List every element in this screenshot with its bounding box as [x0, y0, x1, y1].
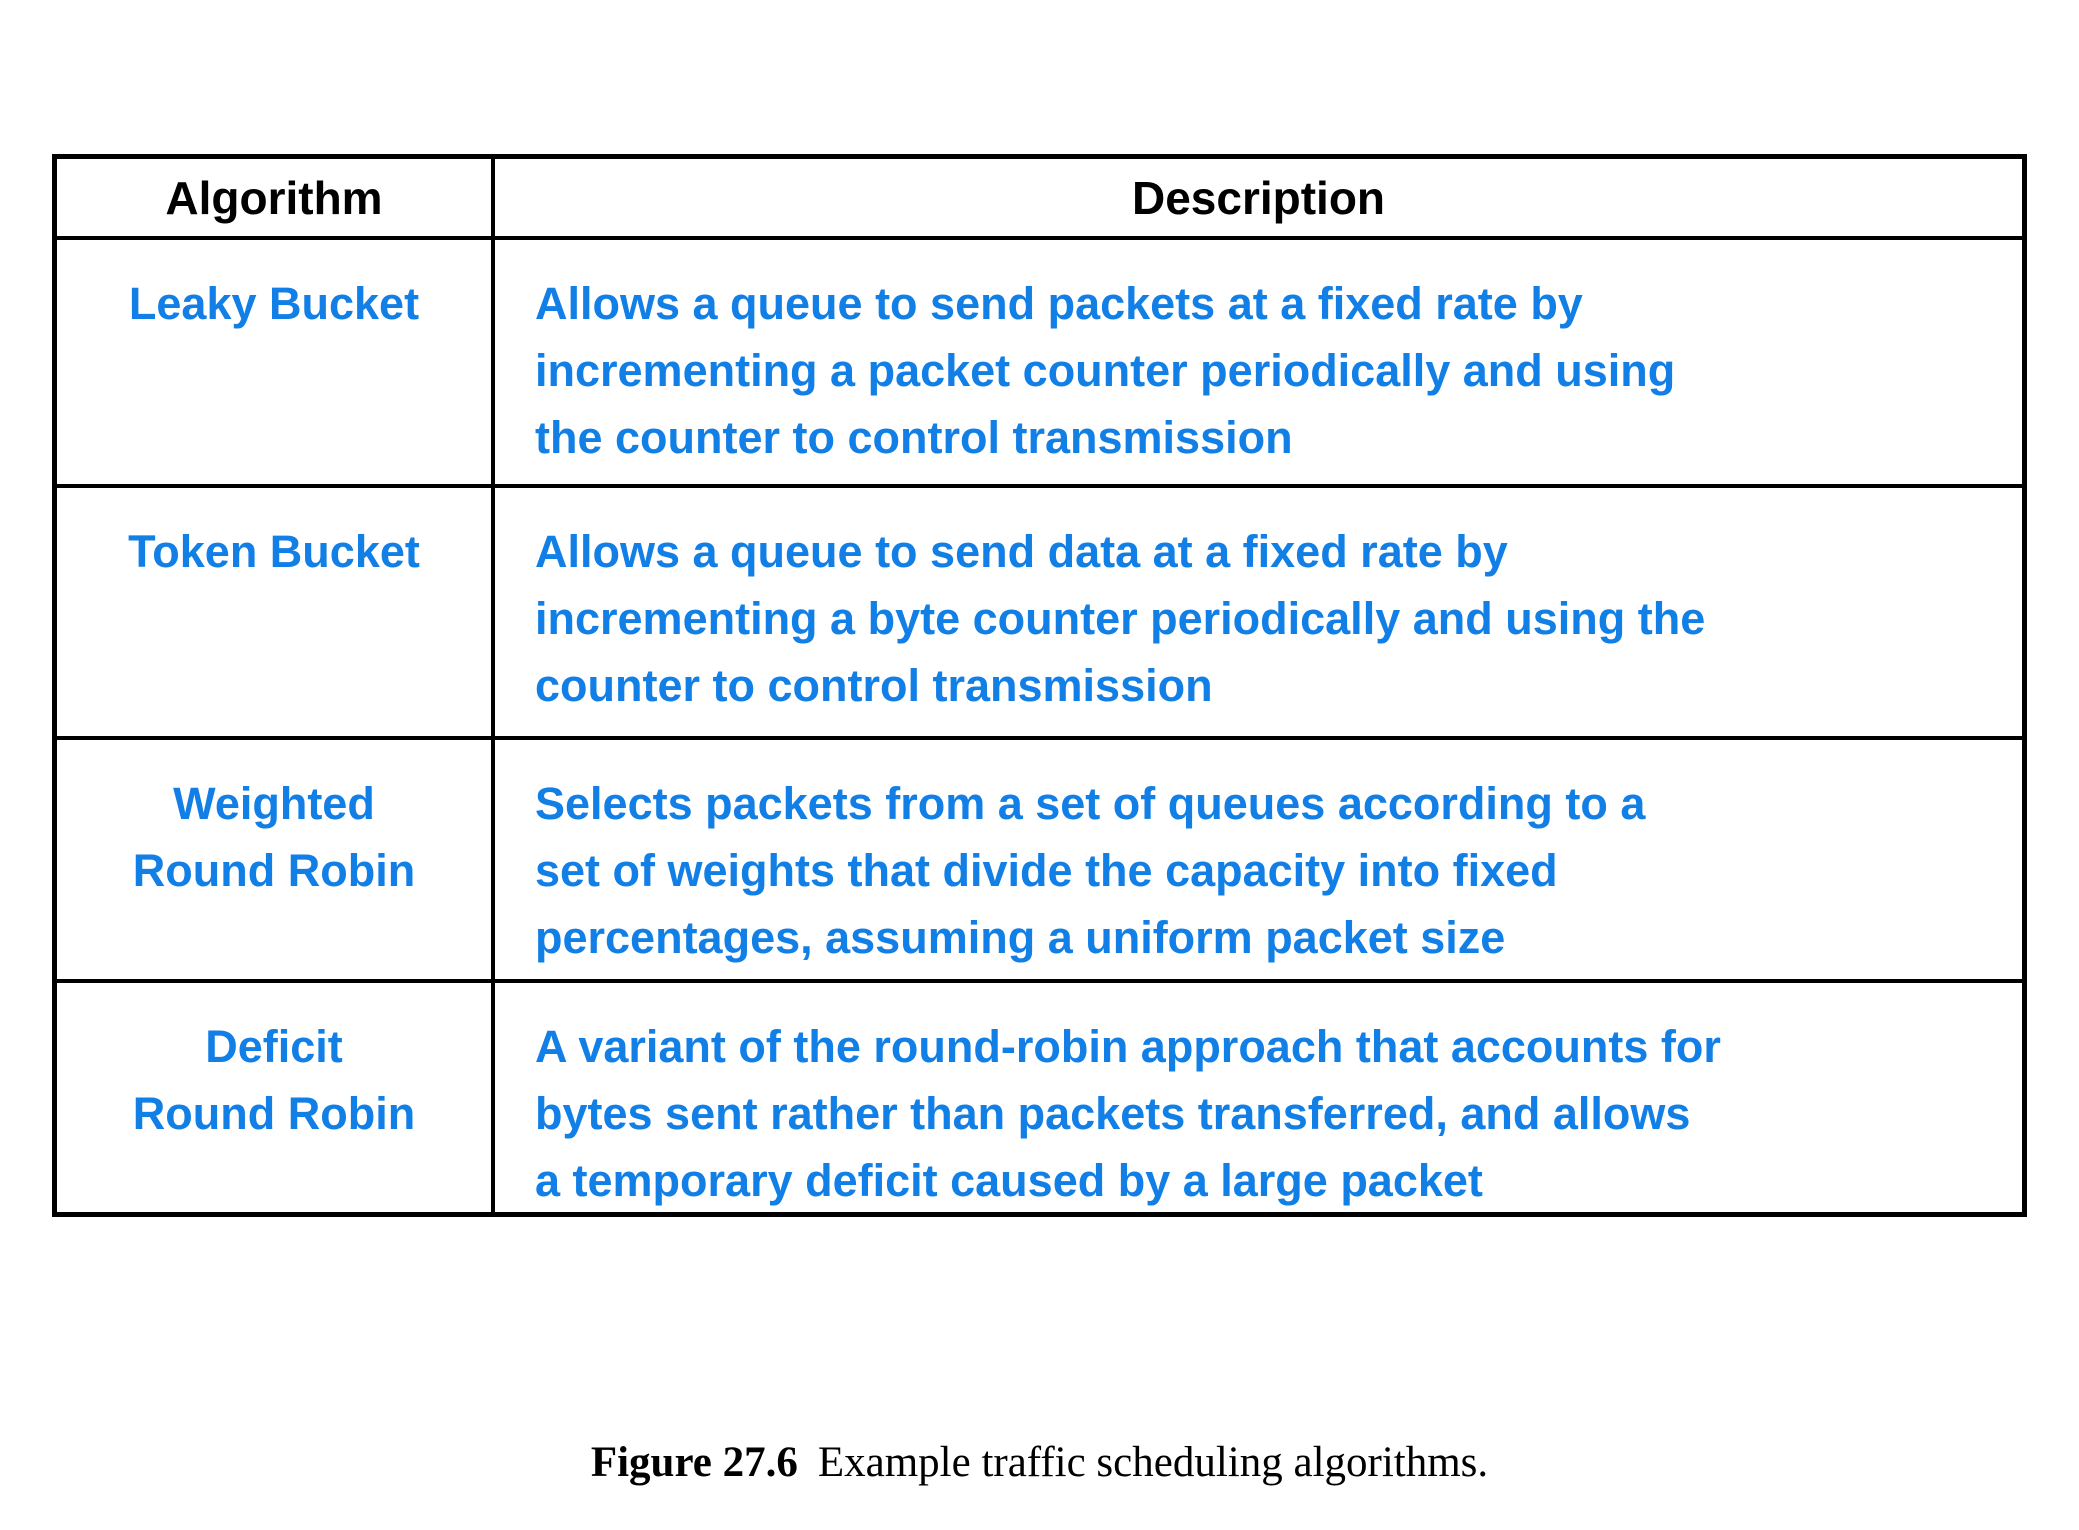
- description-cell-leaky-bucket: Allows a queue to send packets at a fixe…: [495, 240, 2022, 488]
- algorithm-cell-weighted-round-robin: Weighted Round Robin: [57, 740, 495, 983]
- figure-caption-text: Example traffic scheduling algorithms.: [817, 1439, 1489, 1486]
- description-cell-token-bucket: Allows a queue to send data at a fixed r…: [495, 488, 2022, 740]
- algorithm-cell-leaky-bucket: Leaky Bucket: [57, 240, 495, 488]
- algorithm-cell-token-bucket: Token Bucket: [57, 488, 495, 740]
- description-cell-deficit-round-robin: A variant of the round-robin approach th…: [535, 1021, 1721, 1206]
- scheduling-algorithms-table: Algorithm Description Leaky Bucket Allow…: [52, 154, 2027, 1217]
- algorithm-cell-deficit-round-robin: Deficit Round Robin: [57, 983, 495, 1214]
- header-cell-algorithm: Algorithm: [57, 159, 495, 240]
- figure-caption: Figure 27.6 Example traffic scheduling al…: [0, 1438, 2079, 1487]
- description-cell-weighted-round-robin: Selects packets from a set of queues acc…: [495, 740, 2022, 983]
- figure-caption-label: Figure 27.6: [590, 1439, 798, 1486]
- header-cell-description: Description: [495, 159, 2022, 240]
